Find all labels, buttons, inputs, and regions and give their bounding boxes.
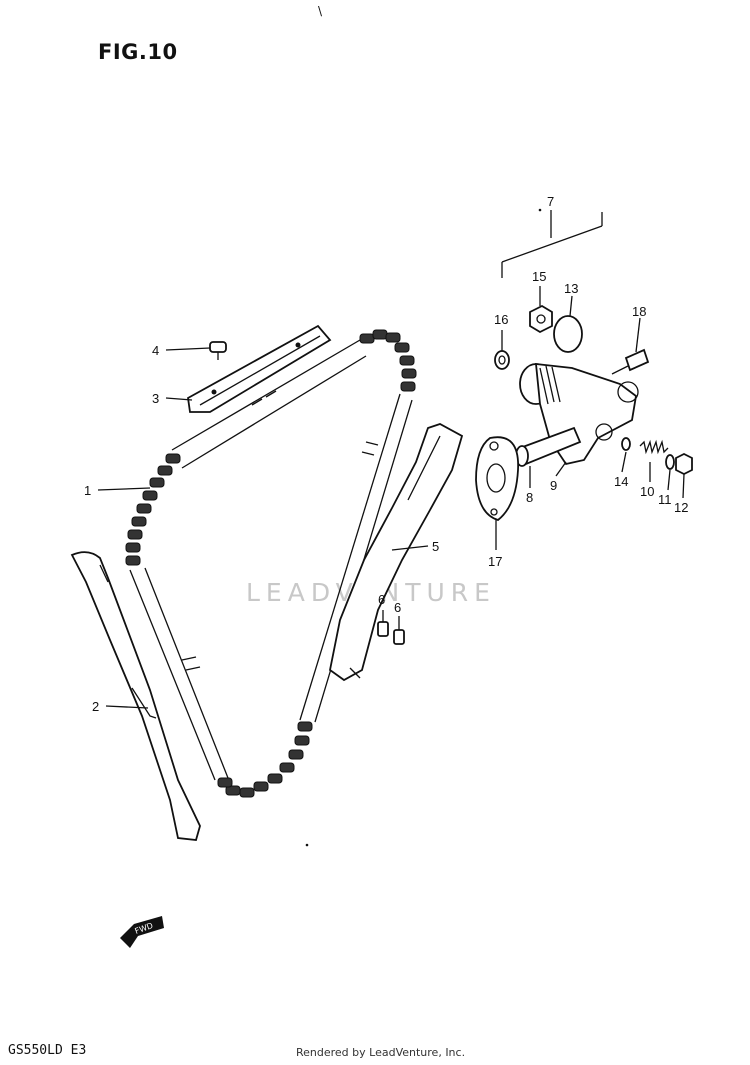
- bolt-6b[interactable]: [393, 629, 405, 645]
- forward-arrow-icon: FWD: [120, 916, 164, 948]
- o-ring-13[interactable]: [553, 315, 583, 353]
- bolt-6a[interactable]: [377, 621, 389, 637]
- corner-mark: \: [318, 4, 323, 18]
- chain-guide-right[interactable]: [329, 423, 464, 682]
- washer-11[interactable]: [665, 454, 675, 470]
- callout-6a: 6: [378, 592, 385, 607]
- callout-4: 4: [152, 343, 159, 358]
- callout-9: 9: [550, 478, 557, 493]
- gasket-17[interactable]: [475, 436, 519, 521]
- screw-18[interactable]: [611, 348, 650, 375]
- callout-13: 13: [564, 281, 578, 296]
- render-credit: Rendered by LeadVenture, Inc.: [296, 1046, 466, 1059]
- nut-15[interactable]: [529, 304, 553, 334]
- model-code: GS550LD E3: [8, 1043, 87, 1058]
- callout-2: 2: [92, 699, 99, 714]
- stray-mark: [305, 843, 309, 847]
- chain-guide-left[interactable]: [70, 551, 201, 841]
- callout-6b: 6: [394, 600, 401, 615]
- chain-guide-upper[interactable]: [187, 324, 332, 413]
- leader-lines: [97, 286, 685, 709]
- callout-12: 12: [674, 500, 688, 515]
- washer-16[interactable]: [494, 350, 510, 370]
- callout-16: 16: [494, 312, 508, 327]
- callout-18: 18: [632, 304, 646, 319]
- callout-7: 7: [547, 194, 554, 209]
- callout-11: 11: [658, 492, 672, 507]
- washer-14[interactable]: [621, 437, 631, 451]
- cap-nut-12[interactable]: [675, 452, 693, 476]
- callout-3: 3: [152, 391, 159, 406]
- callout-5: 5: [432, 539, 439, 554]
- callout-17: 17: [488, 554, 502, 569]
- bolt-4[interactable]: [209, 341, 227, 360]
- assembly-bracket-7: [501, 208, 603, 278]
- figure-title: FIG.10: [98, 40, 178, 64]
- callout-8: 8: [526, 490, 533, 505]
- callout-1: 1: [84, 483, 91, 498]
- callout-10: 10: [640, 484, 654, 499]
- spring-10[interactable]: [639, 439, 669, 455]
- callout-15: 15: [532, 269, 546, 284]
- callout-14: 14: [614, 474, 628, 489]
